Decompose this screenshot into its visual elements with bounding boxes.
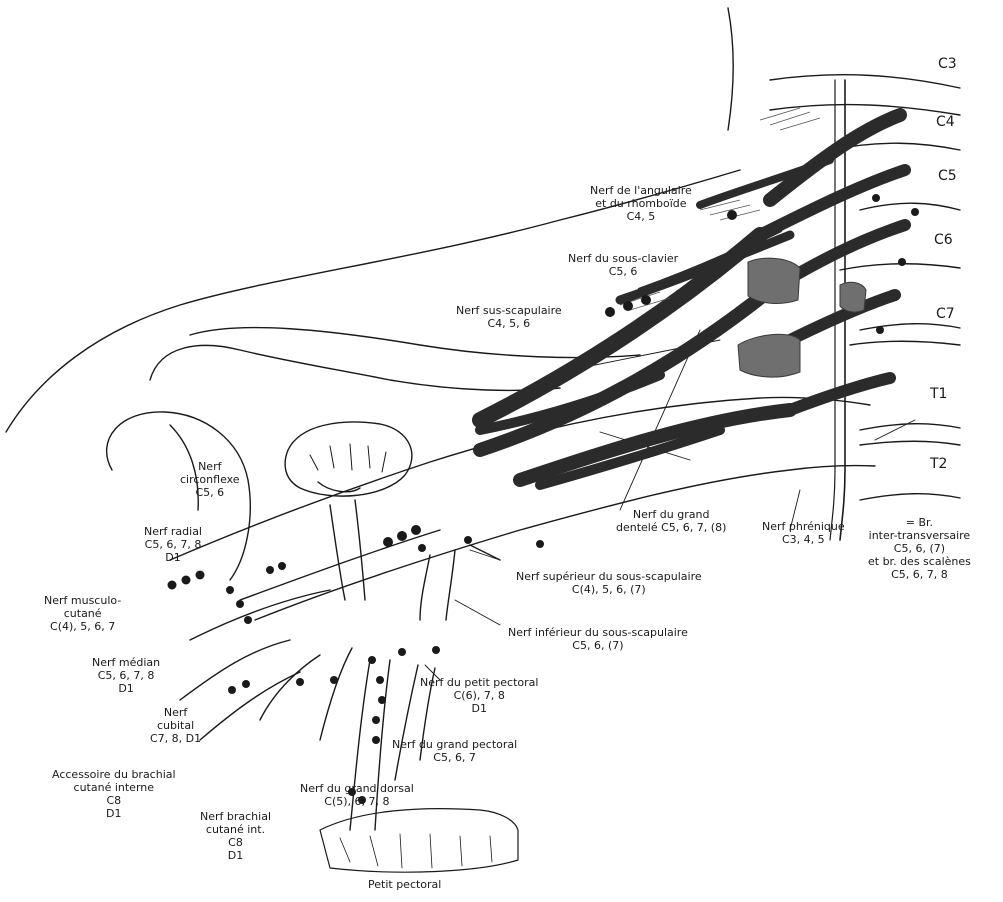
label-line: Nerf sus-scapulaire xyxy=(456,304,562,317)
label-nerf-sous-clavier: Nerf du sous-clavier C5, 6 xyxy=(568,252,678,278)
label-line: C5, 6, (7) xyxy=(868,542,971,555)
level-c3: C3 xyxy=(938,56,957,72)
vertebra-c4 xyxy=(770,105,960,115)
label-line: D1 xyxy=(420,702,538,715)
label-line: C4, 5, 6 xyxy=(456,317,562,330)
clavicle xyxy=(190,328,640,358)
level-c7: C7 xyxy=(936,306,955,322)
label-line: cubital xyxy=(150,719,201,732)
label-nerf-circonflexe: Nerf circonflexe C5, 6 xyxy=(180,460,240,499)
label-line: C8 xyxy=(200,836,271,849)
label-line: Nerf du grand pectoral xyxy=(392,738,517,751)
vertebra-t1 xyxy=(860,424,960,430)
label-line: C8 xyxy=(52,794,176,807)
label-line: = Br. xyxy=(868,516,971,529)
label-line: C(6), 7, 8 xyxy=(420,689,538,702)
label-nerf-petit-pectoral: Nerf du petit pectoral C(6), 7, 8 D1 xyxy=(420,676,538,715)
vertebra-c7 xyxy=(860,324,960,330)
label-line: C(4), 5, 6, (7) xyxy=(516,583,702,596)
label-line: et br. des scalènes xyxy=(868,555,971,568)
label-line: C5, 6, 7, 8 xyxy=(144,538,202,551)
vertebra-c6 xyxy=(860,203,960,210)
label-nerf-sus-scapulaire: Nerf sus-scapulaire C4, 5, 6 xyxy=(456,304,562,330)
label-nerf-musculo-cutane: Nerf musculo- cutané C(4), 5, 6, 7 xyxy=(44,594,121,633)
label-line: Nerf musculo- xyxy=(44,594,121,607)
label-line: Petit pectoral xyxy=(368,878,441,891)
label-line: C5, 6 xyxy=(568,265,678,278)
label-line: inter-transversaire xyxy=(868,529,971,542)
label-line: Nerf phrénique xyxy=(762,520,845,533)
neck-outline xyxy=(728,8,733,130)
label-line: C5, 6, 7, 8 xyxy=(92,669,160,682)
label-line: C4, 5 xyxy=(590,210,692,223)
label-nerf-inferieur-sous-scapulaire: Nerf inférieur du sous-scapulaire C5, 6,… xyxy=(508,626,688,652)
label-line: Nerf du grand dorsal xyxy=(300,782,414,795)
scapula-outline xyxy=(150,345,560,390)
level-c4: C4 xyxy=(936,114,955,130)
label-line: Nerf xyxy=(150,706,201,719)
label-line: Nerf du sous-clavier xyxy=(568,252,678,265)
label-line: cutané int. xyxy=(200,823,271,836)
label-br-inter-transversaire: = Br. inter-transversaire C5, 6, (7) et … xyxy=(868,516,971,581)
label-line: D1 xyxy=(144,551,202,564)
label-nerf-superieur-sous-scapulaire: Nerf supérieur du sous-scapulaire C(4), … xyxy=(516,570,702,596)
level-t1: T1 xyxy=(930,386,947,402)
label-line: circonflexe xyxy=(180,473,240,486)
label-nerf-radial: Nerf radial C5, 6, 7, 8 D1 xyxy=(144,525,202,564)
label-nerf-phrenique: Nerf phrénique C3, 4, 5 xyxy=(762,520,845,546)
label-line: Nerf du petit pectoral xyxy=(420,676,538,689)
ganglion-3 xyxy=(840,282,866,312)
level-t2: T2 xyxy=(930,456,947,472)
label-nerf-grand-dorsal: Nerf du grand dorsal C(5), 6, 7, 8 xyxy=(300,782,414,808)
label-line: cutané xyxy=(44,607,121,620)
ganglion-2 xyxy=(738,334,800,377)
label-line: Nerf de l'angulaire xyxy=(590,184,692,197)
label-line: Nerf médian xyxy=(92,656,160,669)
level-c6: C6 xyxy=(934,232,953,248)
label-line: Nerf xyxy=(180,460,240,473)
label-accessoire-brachial: Accessoire du brachial cutané interne C8… xyxy=(52,768,176,820)
vertebra-c3 xyxy=(770,75,960,88)
label-line: Nerf supérieur du sous-scapulaire xyxy=(516,570,702,583)
pectoralis-minor xyxy=(320,809,518,873)
label-line: Nerf radial xyxy=(144,525,202,538)
label-line: C3, 4, 5 xyxy=(762,533,845,546)
medial-cutaneous-tube xyxy=(260,655,320,720)
label-nerf-brachial-cutane: Nerf brachial cutané int. C8 D1 xyxy=(200,810,271,862)
label-line: dentelé C5, 6, 7, (8) xyxy=(616,521,726,534)
label-nerf-median: Nerf médian C5, 6, 7, 8 D1 xyxy=(92,656,160,695)
label-petit-pectoral-muscle: Petit pectoral xyxy=(368,878,441,891)
label-nerf-grand-pectoral: Nerf du grand pectoral C5, 6, 7 xyxy=(392,738,517,764)
label-line: C5, 6, (7) xyxy=(508,639,688,652)
label-line: Nerf du grand xyxy=(616,508,726,521)
coracoid xyxy=(285,422,412,496)
vertebra-t2 xyxy=(860,494,960,500)
level-c5: C5 xyxy=(938,168,957,184)
label-nerf-angulaire: Nerf de l'angulaire et du rhomboïde C4, … xyxy=(590,184,692,223)
label-line: C(5), 6, 7, 8 xyxy=(300,795,414,808)
label-line: Nerf inférieur du sous-scapulaire xyxy=(508,626,688,639)
label-nerf-cubital: Nerf cubital C7, 8, D1 xyxy=(150,706,201,745)
ganglion-1 xyxy=(748,258,800,303)
label-line: C7, 8, D1 xyxy=(150,732,201,745)
label-line: et du rhomboïde xyxy=(590,197,692,210)
median-nerve-tube xyxy=(190,590,330,640)
label-line: D1 xyxy=(52,807,176,820)
label-line: C5, 6 xyxy=(180,486,240,499)
label-line: D1 xyxy=(200,849,271,862)
label-line: C5, 6, 7 xyxy=(392,751,517,764)
label-line: Nerf brachial xyxy=(200,810,271,823)
label-line: cutané interne xyxy=(52,781,176,794)
label-line: C(4), 5, 6, 7 xyxy=(44,620,121,633)
label-line: C5, 6, 7, 8 xyxy=(868,568,971,581)
label-nerf-grand-dentele: Nerf du grand dentelé C5, 6, 7, (8) xyxy=(616,508,726,534)
trunk-t1-root xyxy=(790,378,890,410)
label-line: D1 xyxy=(92,682,160,695)
label-line: Accessoire du brachial xyxy=(52,768,176,781)
